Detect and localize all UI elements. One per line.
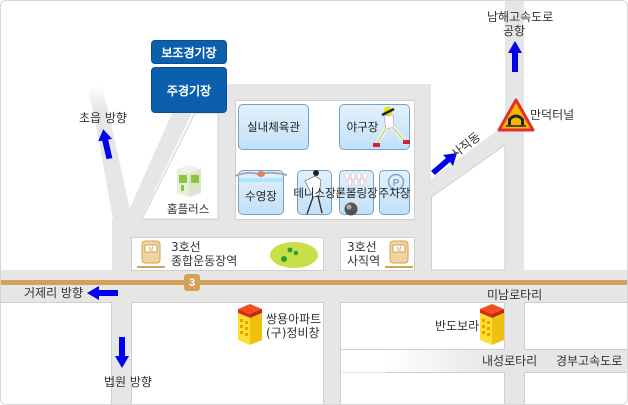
namhae-highway-label: 남해고속도로 (487, 10, 554, 24)
south-center-block (340, 372, 505, 404)
naeseong-road (386, 350, 627, 372)
baseball-batter-icon (363, 106, 410, 147)
sports-complex-station[interactable]: M 3호선 종합운동장역 (131, 237, 324, 271)
facility-label: 실내체육관 (247, 120, 300, 134)
south-east-block (524, 372, 627, 404)
facility-label: 론볼링장 (335, 185, 378, 200)
swimmer-icon (234, 171, 288, 182)
apartment-building-icon (238, 304, 262, 345)
main-stadium-button[interactable]: 주경기장 (151, 67, 227, 113)
park-icon (270, 242, 318, 268)
homeplus-building-icon (177, 165, 201, 197)
indoor-gym-button[interactable]: 실내체육관 (238, 104, 309, 150)
arrow-left-icon (87, 286, 118, 300)
right-vertical-road (505, 1, 524, 404)
facility-label: 테니스장 (293, 185, 336, 200)
choeup-direction-label: 초읍 방향 (79, 111, 127, 125)
naeseong-fade-cover (340, 350, 386, 373)
airport-label: 공항 (503, 24, 526, 38)
line-3-badge: 3 (184, 274, 200, 291)
minam-east-block (524, 302, 627, 350)
arrow-up-icon (508, 41, 522, 72)
swimming-pool-button[interactable]: 수영장 (234, 170, 288, 215)
bowling-icon (344, 172, 368, 216)
minam-rotary-label: 미남로타리 (487, 288, 543, 302)
facility-label: 야구장 (346, 120, 379, 134)
sajik-dong-road (431, 125, 505, 197)
court-direction-label: 법원 방향 (104, 375, 152, 389)
arrow-up-icon (98, 129, 113, 160)
station-name: 사직역 (347, 254, 381, 268)
apartment-building-icon (480, 304, 504, 345)
arrow-diagonal-icon (431, 153, 457, 175)
ssangyong-label-2: (구)정비창 (266, 326, 320, 340)
gyeongbu-highway-label: 경부고속도로 (556, 354, 623, 368)
homeplus-label: 홈플러스 (167, 202, 210, 216)
sajik-block-south (431, 144, 506, 271)
station-line: 3호선 (347, 240, 377, 254)
ssangyong-label-1: 쌍용아파트 (266, 312, 322, 326)
station-name: 종합운동장역 (171, 254, 238, 268)
choeup-road-fade (88, 86, 107, 111)
metro-line-3 (1, 280, 627, 285)
middle-vertical-road (324, 270, 340, 404)
bandobora-block (340, 302, 505, 350)
lawn-bowling-button[interactable]: 론볼링장 (335, 170, 378, 216)
station-line: 3호선 (171, 240, 201, 254)
svg-text:M: M (149, 247, 154, 253)
arrow-down-icon (115, 337, 129, 368)
bandobora-label: 반도보라 (435, 319, 480, 333)
subway-train-icon: M (137, 240, 165, 268)
tunnel-warning-icon (497, 98, 535, 132)
baseball-field-button[interactable]: 야구장 (339, 104, 410, 150)
stadium-diagonal-road (125, 111, 193, 219)
svg-text:M: M (397, 247, 402, 253)
mandeok-tunnel-label: 만덕터널 (530, 108, 575, 122)
subway-train-icon: M (385, 240, 413, 268)
geoje-ri-direction-label: 거제리 방향 (24, 286, 84, 300)
facility-label: 주차장 (378, 185, 411, 200)
parking-button[interactable]: P 주차장 (379, 170, 410, 215)
ssangyong-block (131, 302, 324, 404)
sajik-station[interactable]: 3호선 사직역 M (340, 237, 415, 271)
sub-stadium-button[interactable]: 보조경기장 (151, 40, 227, 64)
naeseong-rotary-label: 내성로타리 (482, 354, 538, 368)
parking-icon: P (387, 173, 405, 191)
svg-text:P: P (393, 178, 400, 189)
tennis-player-icon (304, 170, 323, 215)
southwest-block (1, 302, 112, 404)
facility-label: 수영장 (245, 188, 277, 203)
tennis-court-button[interactable]: 테니스장 (293, 170, 336, 215)
